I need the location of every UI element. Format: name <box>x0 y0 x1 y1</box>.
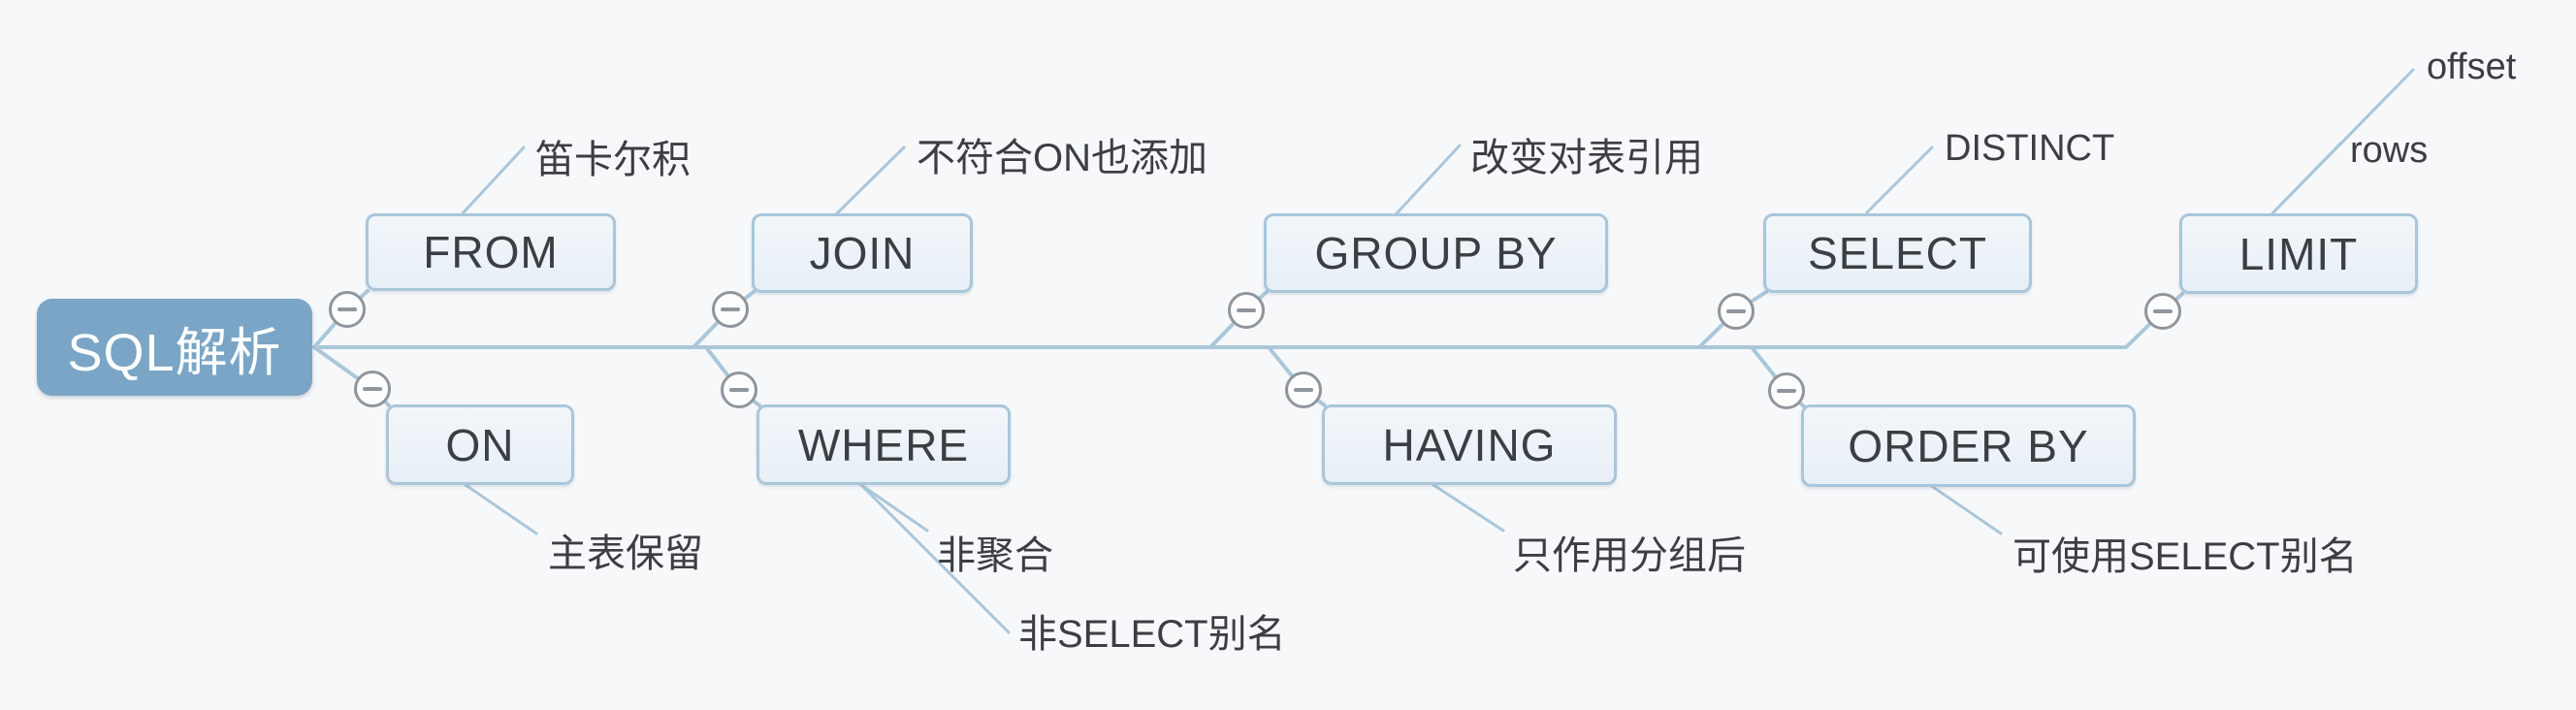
minus-icon <box>1726 309 1746 313</box>
collapse-toggle-order-by[interactable] <box>1768 372 1805 409</box>
minus-icon <box>1237 308 1256 312</box>
note-on-keep-main-table[interactable]: 主表保留 <box>548 532 703 575</box>
collapse-toggle-group-by[interactable] <box>1228 292 1265 329</box>
edge-join-note <box>835 145 906 215</box>
edge-order-by-note <box>1928 483 2003 535</box>
collapse-toggle-limit[interactable] <box>2144 293 2181 330</box>
note-where-no-select-alias[interactable]: 非SELECT别名 <box>1018 613 1286 656</box>
node-join[interactable]: JOIN <box>752 213 973 293</box>
collapse-toggle-from[interactable] <box>329 291 366 328</box>
minus-icon <box>721 307 740 311</box>
node-order-by[interactable]: ORDER BY <box>1801 404 2136 487</box>
root-node-sql-parse[interactable]: SQL解析 <box>37 299 312 396</box>
node-limit[interactable]: LIMIT <box>2179 213 2418 294</box>
node-select[interactable]: SELECT <box>1763 213 2032 293</box>
node-having[interactable]: HAVING <box>1322 404 1617 485</box>
note-select-distinct[interactable]: DISTINCT <box>1945 128 2115 169</box>
note-having-after-grouping-only[interactable]: 只作用分组后 <box>1513 534 1746 577</box>
node-group-by[interactable]: GROUP BY <box>1264 213 1608 293</box>
collapse-toggle-select[interactable] <box>1718 293 1755 330</box>
edge-group-by-note <box>1395 144 1462 215</box>
collapse-toggle-having[interactable] <box>1285 371 1322 408</box>
node-on[interactable]: ON <box>386 404 574 485</box>
edge-on-note <box>464 483 538 535</box>
edge-where-note-2 <box>859 483 1011 634</box>
collapse-toggle-on[interactable] <box>354 371 391 407</box>
edge-where-note-1 <box>859 483 929 532</box>
minus-icon <box>1777 389 1796 393</box>
edge-from-note <box>461 145 526 215</box>
note-from-cartesian-product[interactable]: 笛卡尔积 <box>535 139 691 181</box>
note-limit-rows[interactable]: rows <box>2350 130 2429 171</box>
edge-limit-note-offset <box>2270 68 2415 215</box>
edge-select-note <box>1865 145 1934 214</box>
minus-icon <box>1294 388 1313 392</box>
edge-having-note <box>1432 483 1505 532</box>
collapse-toggle-join[interactable] <box>712 291 749 328</box>
minus-icon <box>363 387 382 391</box>
minus-icon <box>338 307 357 311</box>
note-group-by-changes-table-refs[interactable]: 改变对表引用 <box>1470 137 1703 179</box>
note-limit-offset[interactable]: offset <box>2427 47 2517 87</box>
note-join-add-even-if-not-on[interactable]: 不符合ON也添加 <box>917 137 1208 179</box>
node-from[interactable]: FROM <box>366 213 616 291</box>
node-where[interactable]: WHERE <box>757 404 1011 485</box>
collapse-toggle-where[interactable] <box>721 371 757 408</box>
minus-icon <box>2153 309 2173 313</box>
note-where-non-aggregate[interactable]: 非聚合 <box>937 534 1053 577</box>
minus-icon <box>729 388 749 392</box>
note-order-by-can-use-select-alias[interactable]: 可使用SELECT别名 <box>2012 535 2358 578</box>
